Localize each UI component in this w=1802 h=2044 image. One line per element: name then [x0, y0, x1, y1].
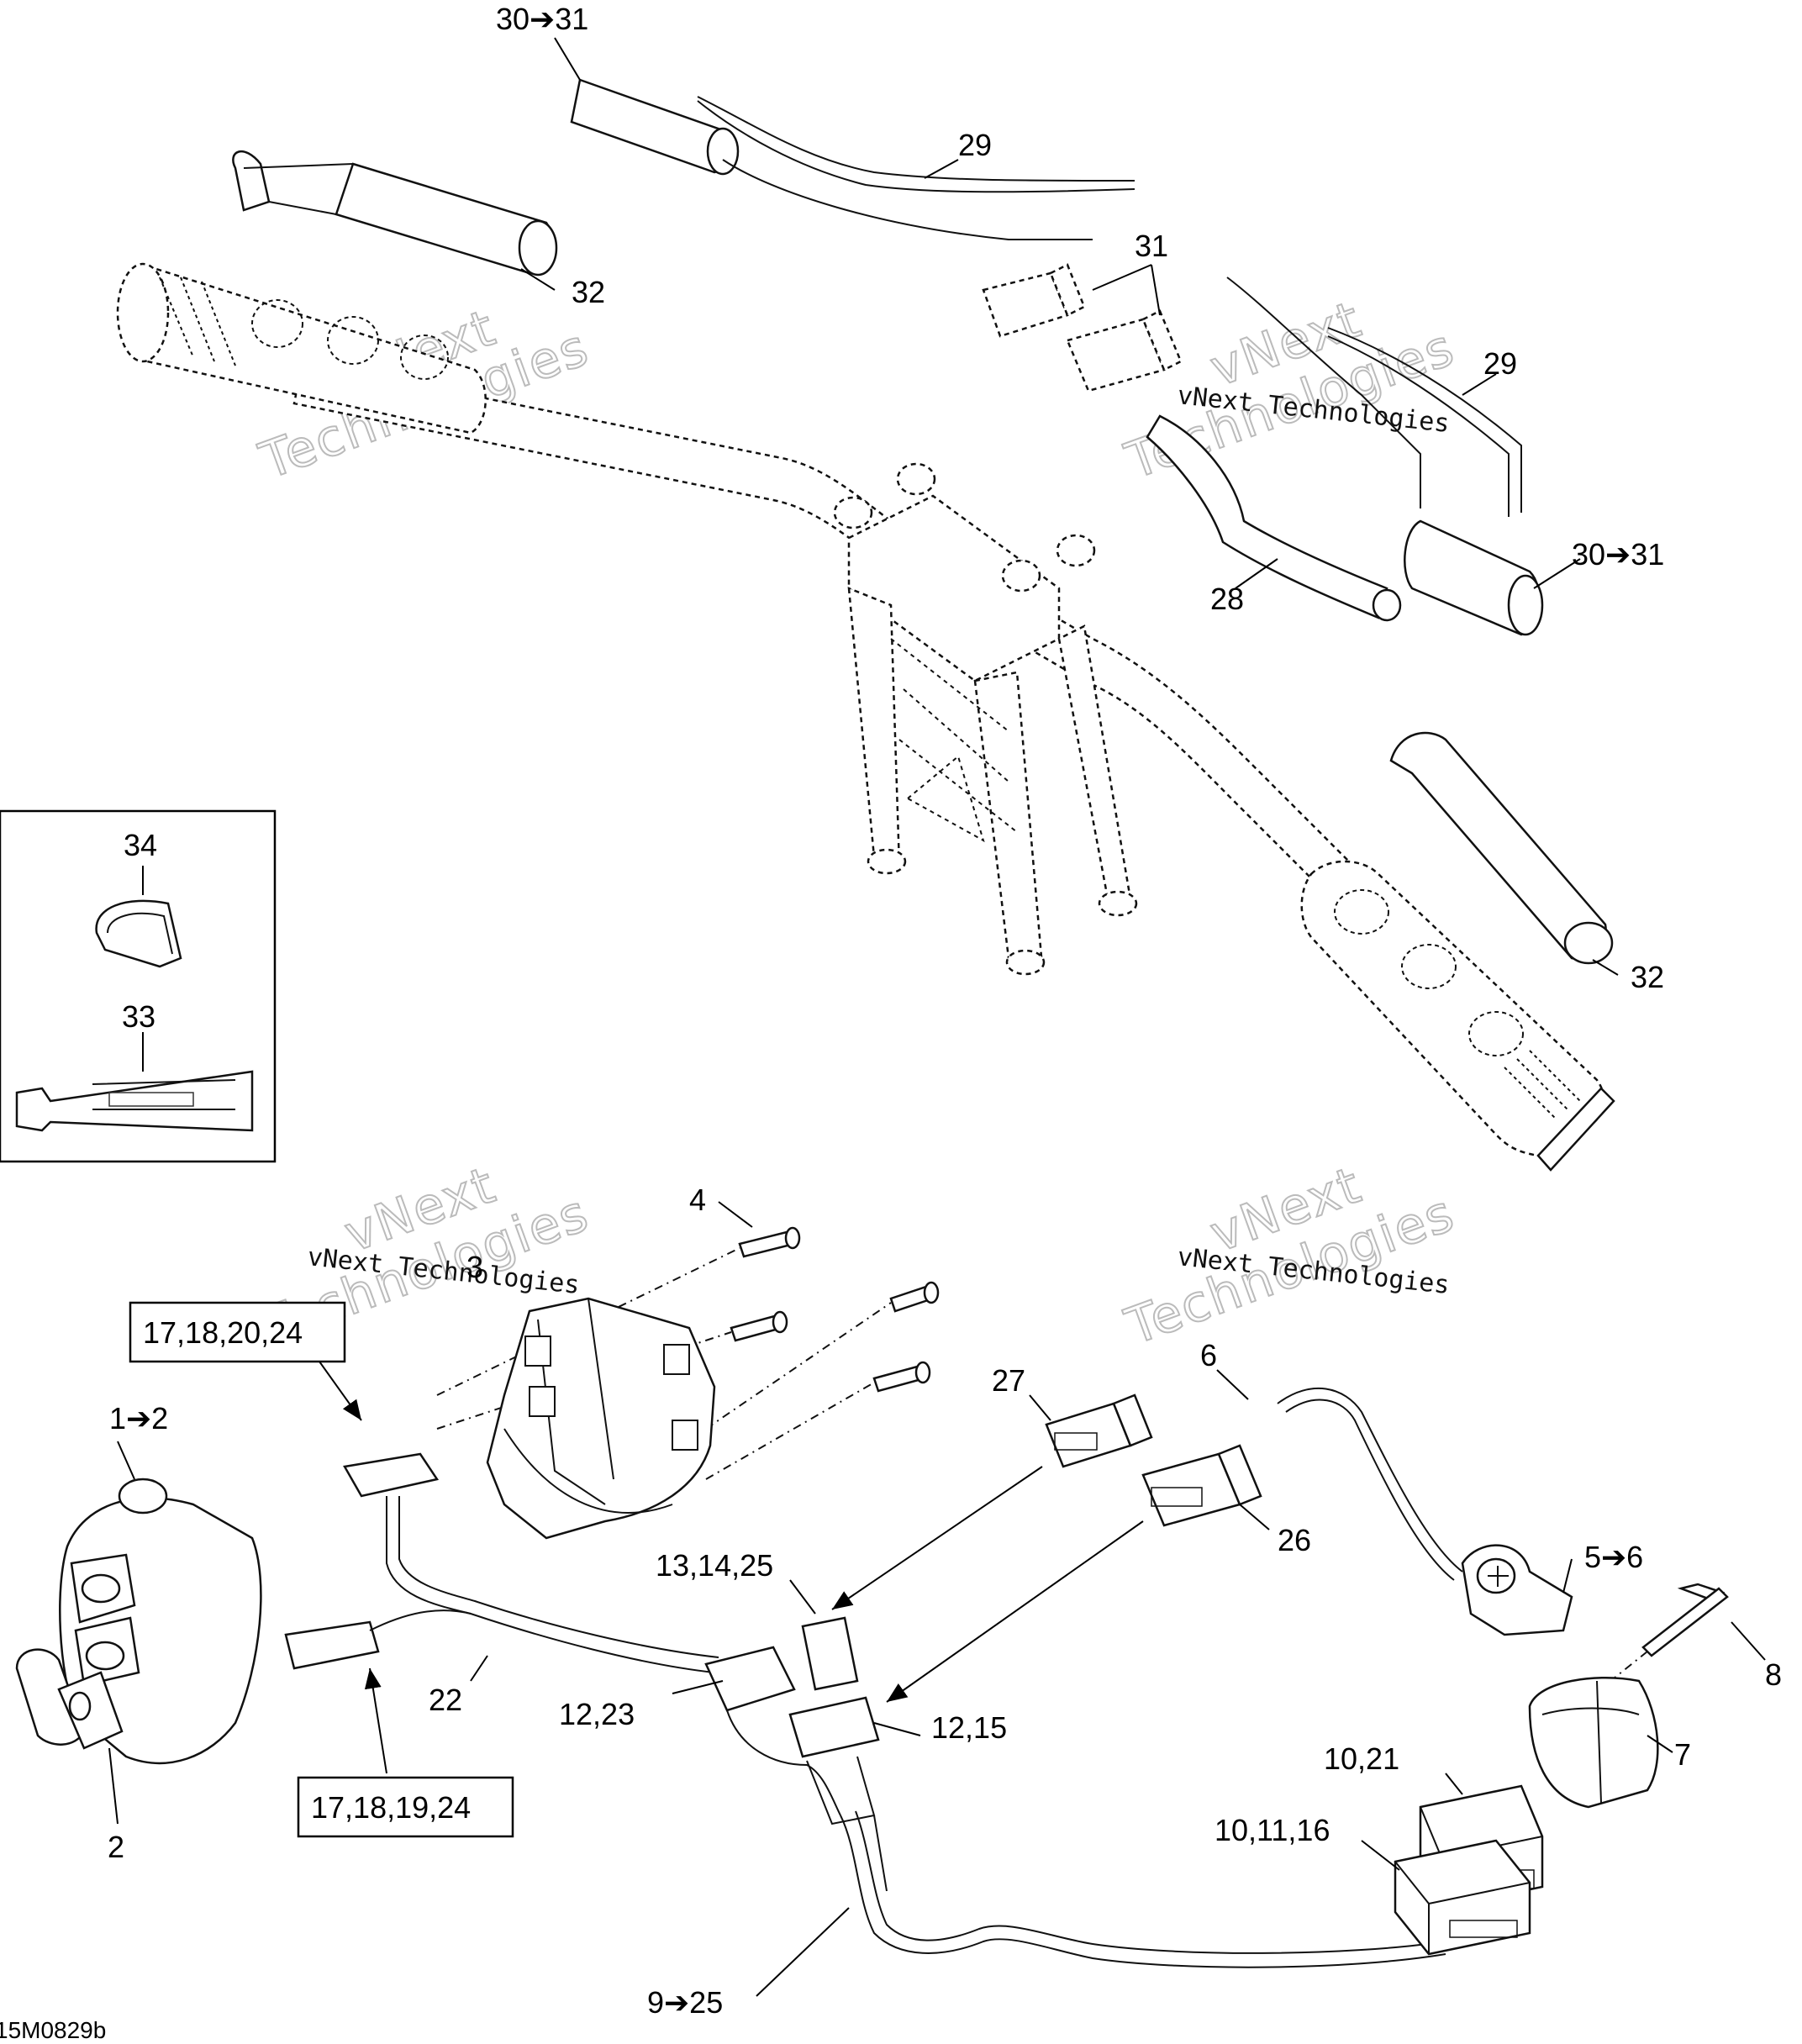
label-10-21: 10,21 — [1324, 1741, 1399, 1776]
label-13-14-25: 13,14,25 — [656, 1548, 773, 1583]
connector-cluster — [704, 1616, 880, 1825]
label-7: 7 — [1674, 1737, 1691, 1772]
module-10-11-16 — [1394, 1839, 1531, 1956]
label-32-top: 32 — [572, 275, 605, 309]
label-27: 27 — [992, 1363, 1025, 1398]
grip-sleeve-right — [1389, 731, 1614, 965]
label-28: 28 — [1210, 582, 1244, 616]
watermark-top-right: vNext Technologies vNext Technologies — [1117, 289, 1463, 492]
right-grip — [1300, 860, 1615, 1172]
label-2: 2 — [108, 1830, 124, 1864]
heating-element-top — [570, 78, 1135, 240]
heating-element-right-28 — [1146, 414, 1402, 622]
label-32-right: 32 — [1631, 960, 1664, 994]
label-29-right: 29 — [1483, 346, 1517, 381]
label-box-17-18-19-24: 17,18,19,24 — [311, 1790, 471, 1825]
label-30-31-right: 30➔31 — [1572, 537, 1664, 572]
label-30-31-top: 30➔31 — [496, 2, 588, 36]
clip-34 — [95, 899, 182, 968]
connector-31-left — [982, 263, 1086, 338]
left-grip — [116, 262, 487, 435]
harness-22 — [284, 1452, 719, 1673]
label-1-2: 1➔2 — [109, 1401, 168, 1436]
label-3: 3 — [466, 1250, 483, 1284]
label-box-17-18-20-24: 17,18,20,24 — [143, 1315, 303, 1350]
label-33: 33 — [122, 999, 155, 1034]
connector-27 — [1045, 1393, 1153, 1468]
label-5-6: 5➔6 — [1584, 1540, 1643, 1574]
handlebar-riser — [833, 462, 1138, 976]
label-29-top: 29 — [958, 128, 992, 162]
main-harness-9-25 — [840, 1810, 1446, 1968]
leader-lines — [108, 37, 1766, 1997]
callout-box-17-18-20-24 — [129, 1301, 346, 1363]
connector-31-right — [1066, 309, 1183, 392]
label-9-25: 9➔25 — [647, 1985, 723, 2020]
label-6: 6 — [1200, 1338, 1217, 1372]
label-8: 8 — [1765, 1657, 1782, 1692]
label-4: 4 — [689, 1183, 706, 1217]
switch-housing-3 — [486, 1297, 716, 1540]
label-12-15: 12,15 — [931, 1710, 1007, 1745]
inset-box — [0, 809, 277, 1163]
callout-box-17-18-19-24 — [297, 1776, 514, 1838]
connector-26 — [1141, 1444, 1262, 1527]
label-26: 26 — [1278, 1523, 1311, 1557]
label-34: 34 — [124, 828, 157, 862]
watermark-bottom-right: vNext Technologies vNext Technologies — [1117, 1155, 1463, 1357]
knob-7 — [1528, 1677, 1659, 1809]
switch-assembly-1-2 — [15, 1478, 262, 1764]
label-12-23: 12,23 — [559, 1697, 635, 1731]
heating-wire-right-29 — [1226, 277, 1522, 517]
label-31: 31 — [1135, 229, 1168, 263]
label-22: 22 — [429, 1683, 462, 1717]
label-10-11-16: 10,11,16 — [1215, 1813, 1330, 1847]
switch-5-6 — [1277, 1387, 1573, 1636]
grease-tube-33 — [15, 1070, 254, 1132]
heating-element-right-30 — [1404, 519, 1544, 636]
document-code: 15M0829b — [0, 2017, 106, 2043]
grip-sleeve-left — [232, 150, 558, 277]
